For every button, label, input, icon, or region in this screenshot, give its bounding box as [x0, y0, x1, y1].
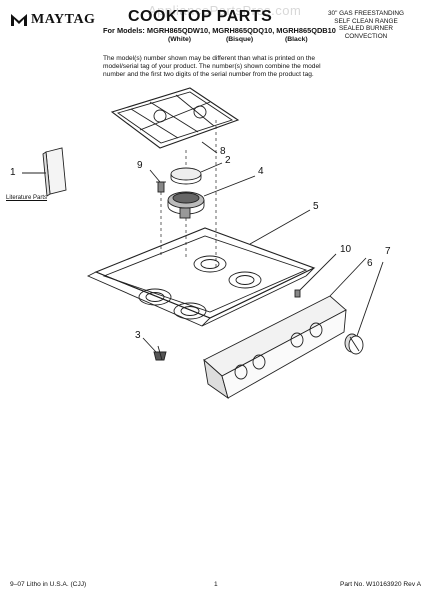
callout-10: 10 — [340, 244, 352, 255]
footer-part-number: Part No. W10163920 Rev A — [339, 581, 421, 588]
spec-line: SEALED BURNER — [339, 25, 393, 33]
callout-7: 7 — [385, 246, 391, 257]
maytag-m-icon — [11, 14, 27, 26]
spec-line: SELF CLEAN RANGE — [334, 17, 398, 25]
burner-grate — [110, 87, 240, 154]
variant-bisque: (Bisque) — [226, 36, 254, 43]
burner-cap — [170, 162, 223, 185]
callout-1: 1 — [10, 167, 16, 178]
models-line: For Models: MGRH865QDW10, MGRH865QDQ10, … — [103, 26, 336, 35]
leveling-leg — [142, 337, 167, 361]
callout-5: 5 — [313, 201, 319, 212]
callout-6: 6 — [367, 258, 373, 269]
variant-white: (White) — [168, 36, 192, 43]
brand-logo: MAYTAG — [10, 12, 95, 28]
cooktop-panel — [86, 209, 316, 327]
variant-black: (Black) — [285, 36, 308, 43]
control-panel — [203, 257, 367, 400]
literature-parts-label: Literature Parts — [6, 195, 48, 201]
burner-base — [167, 175, 256, 219]
assembly-guides — [160, 120, 217, 270]
literature-booklet — [22, 147, 67, 197]
callout-9: 9 — [137, 160, 143, 171]
cooktop-screw — [294, 253, 337, 298]
footer-litho: 9–07 Litho in U.S.A. (CJJ) — [10, 581, 87, 588]
watermark: AppliancePartsPros.com — [148, 3, 302, 18]
spec-block: 30" GAS FREESTANDING SELF CLEAN RANGE SE… — [307, 10, 425, 40]
callout-3: 3 — [135, 330, 141, 341]
model-note-line: number and the first two digits of the s… — [103, 71, 314, 79]
page-title: COOKTOP PARTS — [128, 8, 273, 25]
mounting-screw — [149, 169, 166, 193]
callout-8: 8 — [220, 146, 226, 157]
control-knob — [344, 261, 384, 355]
model-note-line: The model(s) number shown may be differe… — [103, 55, 316, 62]
footer-page-number: 1 — [214, 581, 218, 588]
spec-line: CONVECTION — [344, 32, 388, 40]
model-note: The model(s) number shown may be differe… — [103, 55, 393, 80]
callout-2: 2 — [225, 155, 231, 166]
callout-4: 4 — [258, 166, 264, 177]
model-note-line: model/serial tag of your product. The nu… — [103, 63, 321, 71]
brand-name: MAYTAG — [31, 12, 96, 27]
spec-line: 30" GAS FREESTANDING — [327, 10, 404, 17]
